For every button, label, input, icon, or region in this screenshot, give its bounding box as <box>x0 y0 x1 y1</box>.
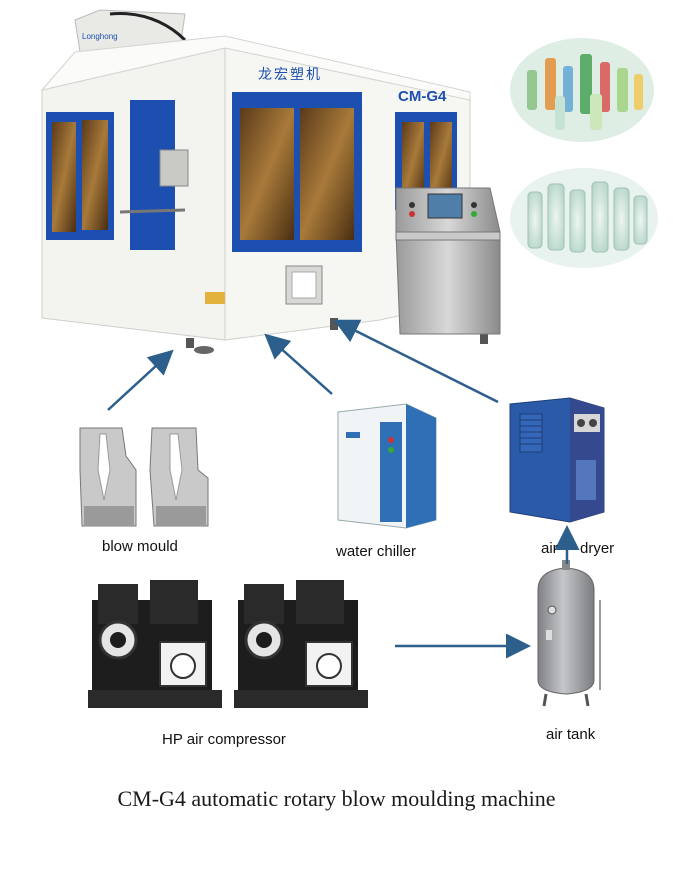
water-chiller <box>337 403 437 529</box>
machine-sign: 龙宏塑机 <box>258 67 322 83</box>
label-air-dryer-left: air <box>541 540 558 557</box>
front-window-glass-2 <box>300 108 354 240</box>
hp-air-compressor-1 <box>88 580 222 708</box>
control-cabinet <box>395 187 501 335</box>
control-screen <box>427 193 463 219</box>
machine-cable <box>109 11 187 42</box>
label-air-dryer-right: dryer <box>580 540 615 557</box>
warning-sign <box>205 292 225 304</box>
air-dryer <box>509 397 605 523</box>
blow-mould <box>79 427 209 527</box>
arrow-water-chiller-to-machine <box>264 333 333 395</box>
control-box <box>159 149 189 187</box>
bottle-photo-clear <box>510 168 658 268</box>
label-blow-mould: blow mould <box>102 538 178 555</box>
rotary-blow-moulding-machine <box>40 9 488 354</box>
figure-caption: CM-G4 automatic rotary blow moulding mac… <box>117 786 556 811</box>
front-window-glass-1 <box>240 108 294 240</box>
label-hp-air-compressor: HP air compressor <box>162 731 286 748</box>
air-tank <box>537 560 601 707</box>
machine-foot <box>186 338 194 348</box>
label-water-chiller: water chiller <box>336 543 417 560</box>
arrow-air-dryer-to-machine <box>333 319 499 404</box>
hp-air-compressor-2 <box>234 580 368 708</box>
label-air-tank: air tank <box>546 726 596 743</box>
machine-roof <box>40 35 471 101</box>
right-window-glass-1 <box>402 122 424 202</box>
left-window-glass-1 <box>52 122 76 232</box>
right-window-glass-2 <box>430 122 452 202</box>
machine-model: CM-G4 <box>398 88 447 105</box>
arrow-blow-mould-to-machine <box>107 349 174 411</box>
machine-logo: Longhong <box>82 32 118 41</box>
bottle-photo-colored <box>510 38 654 142</box>
left-window-glass-2 <box>82 120 108 230</box>
door-handle <box>119 208 186 214</box>
